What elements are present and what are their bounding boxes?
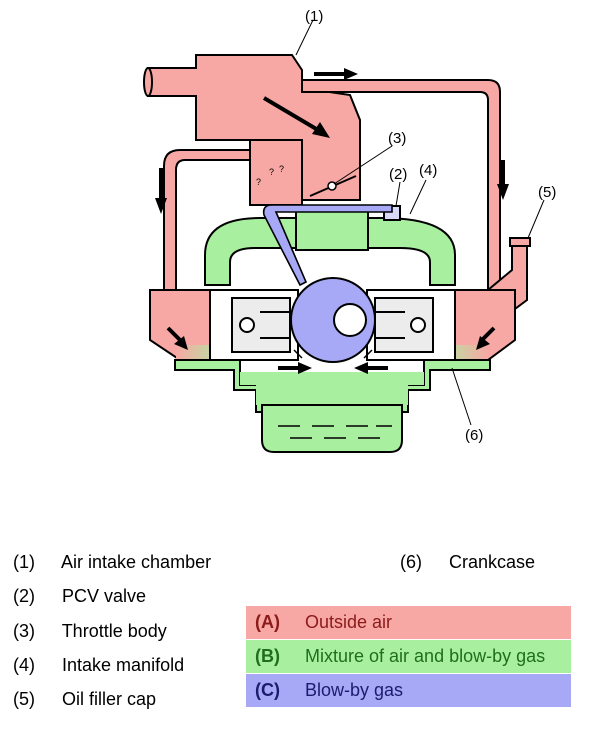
callout-3: (3): [388, 130, 406, 147]
legend-label: Oil filler cap: [62, 689, 157, 709]
legend-item: (3) Throttle body: [13, 621, 167, 642]
crankshaft: [290, 277, 376, 363]
key-code: (B): [255, 646, 280, 666]
flow-arrows: [155, 68, 509, 374]
callout-2: (2): [389, 166, 407, 183]
right-piston: [366, 289, 456, 361]
legend-number: (6): [400, 552, 422, 572]
legend-item: (6) Crankcase: [400, 552, 535, 573]
question-mark: ?: [279, 164, 284, 174]
question-mark: ?: [256, 177, 261, 187]
oil-filler-cap: [509, 237, 531, 247]
legend-number: (3): [13, 621, 35, 641]
callout-5: (5): [538, 184, 556, 201]
legend-label: PCV valve: [62, 586, 147, 606]
intake-manifold: [204, 205, 456, 286]
blowby-hose: [262, 204, 393, 287]
key-code: (A): [255, 612, 280, 632]
key-label: Blow-by gas: [305, 680, 404, 700]
legend-item: (4) Intake manifold: [13, 655, 184, 676]
legend-item: (5) Oil filler cap: [13, 689, 156, 710]
callout-1: (1): [305, 8, 323, 25]
pcv-system-diagram: (1) (3) (2) (4) (5) (6) ? ? ?: [143, 8, 556, 453]
legend-number: (2): [13, 586, 35, 606]
left-piston: [209, 289, 299, 361]
legend-number: (1): [13, 552, 35, 572]
intake-pipe-end: [143, 67, 153, 97]
crankcase: [149, 289, 516, 453]
oil-level-lines: [278, 425, 392, 439]
key-label: Mixture of air and blow-by gas: [305, 646, 546, 666]
leader-lines: [295, 19, 545, 426]
key-row-blowby: (C) Blow-by gas: [246, 674, 571, 707]
key-code: (C): [255, 680, 280, 700]
key-row-outside-air: (A) Outside air: [246, 606, 571, 639]
legend-label: Intake manifold: [62, 655, 185, 675]
outside-air-ducts: [147, 54, 528, 321]
legend-number: (4): [13, 655, 35, 675]
legend-item: (2) PCV valve: [13, 586, 146, 607]
callout-6: (6): [465, 427, 483, 444]
callout-4: (4): [419, 162, 437, 179]
legend-item: (1) Air intake chamber: [13, 552, 211, 573]
legend-number: (5): [13, 689, 35, 709]
legend-label: Air intake chamber: [61, 552, 212, 572]
legend-label: Crankcase: [449, 552, 536, 572]
intake-pipe: [249, 139, 303, 206]
question-mark: ?: [269, 167, 274, 177]
key-row-mixture: (B) Mixture of air and blow-by gas: [246, 640, 571, 673]
key-label: Outside air: [305, 612, 393, 632]
legend-label: Throttle body: [61, 621, 167, 641]
